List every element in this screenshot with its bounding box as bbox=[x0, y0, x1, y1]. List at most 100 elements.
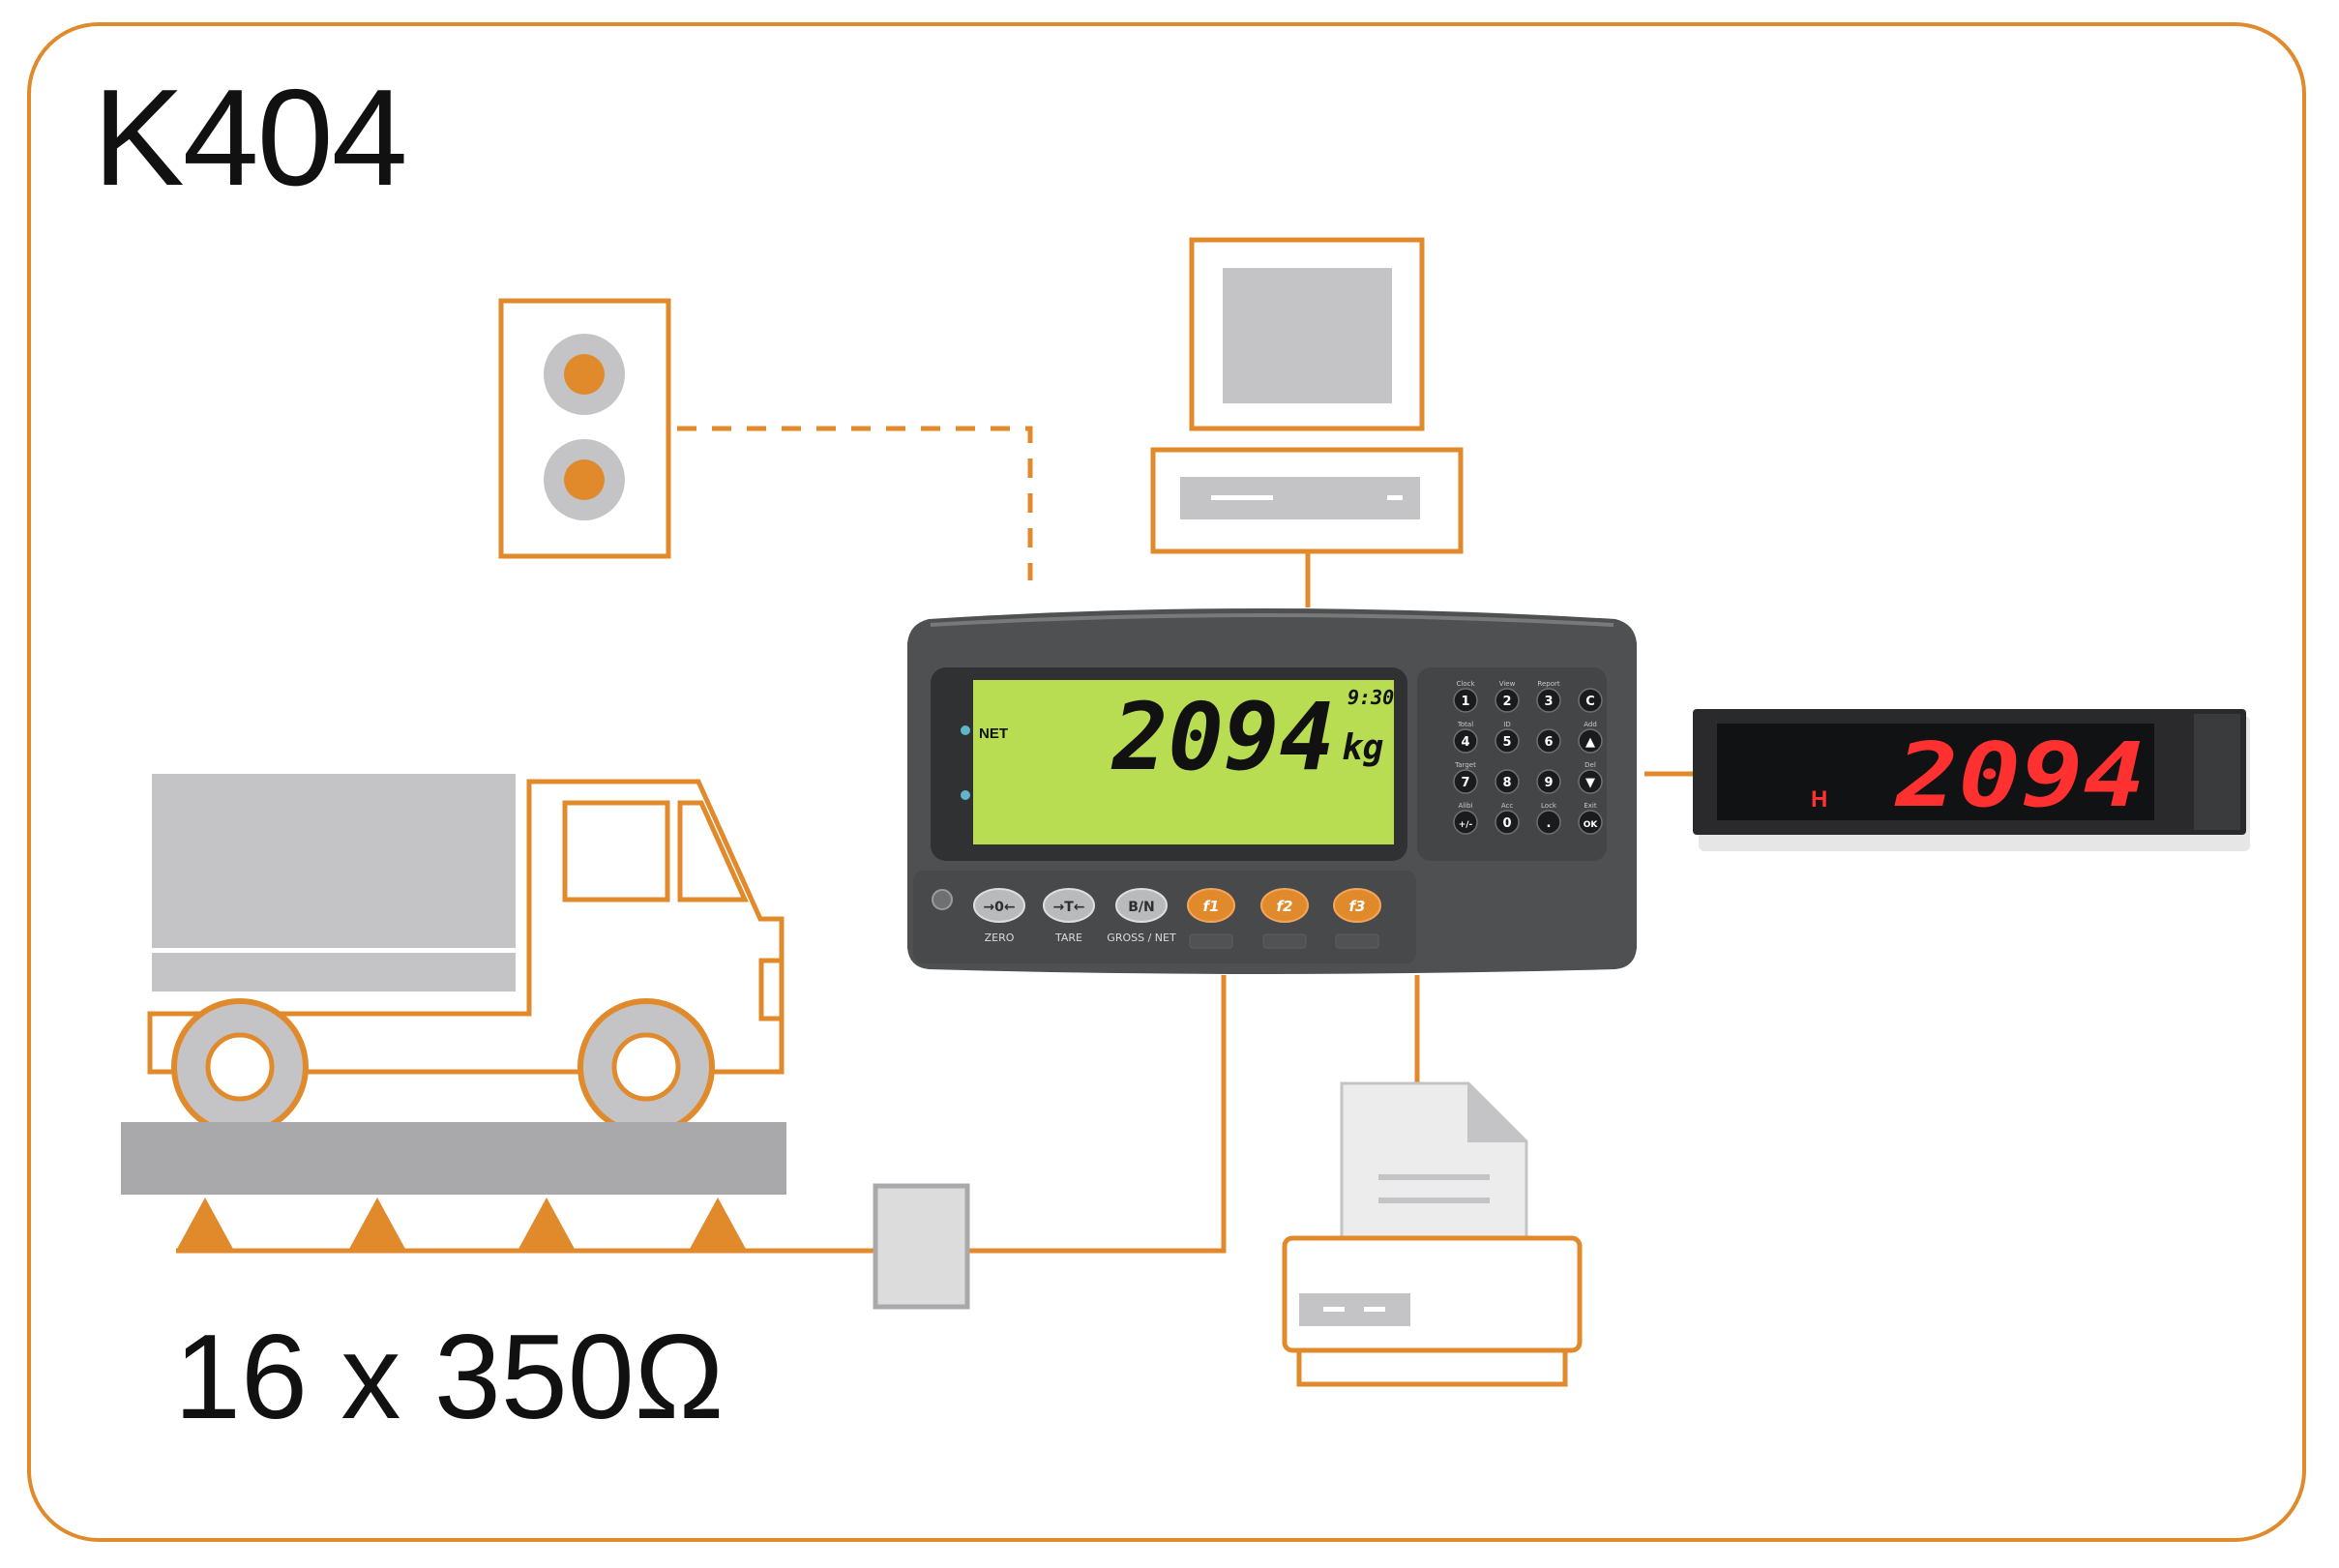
f3-button-symbol: f3 bbox=[1349, 898, 1366, 915]
indicator-housing-highlight bbox=[930, 613, 1614, 627]
keypad-key-label: ▲ bbox=[1585, 735, 1595, 750]
weighbridge bbox=[121, 1122, 786, 1251]
keypad-key-9[interactable]: Target 7 bbox=[1453, 761, 1478, 794]
keypad-key-hint: Exit bbox=[1584, 802, 1597, 810]
tare-button-cap bbox=[1043, 888, 1095, 923]
zero-button-label: ZERO bbox=[985, 932, 1015, 944]
keypad-key-label: 3 bbox=[1544, 695, 1553, 709]
keypad-key-hint: Acc bbox=[1501, 802, 1514, 810]
keypad-key-4[interactable]: C bbox=[1578, 688, 1603, 713]
disk-drive-light bbox=[1387, 495, 1403, 500]
printer-panel bbox=[1299, 1293, 1410, 1326]
keypad-key-hint: Clock bbox=[1456, 680, 1475, 688]
lcd-time: 9:30 bbox=[1347, 686, 1394, 709]
page-title: K404 bbox=[93, 61, 408, 215]
f2-button[interactable]: f2 bbox=[1260, 888, 1309, 949]
keypad-key-cap bbox=[1578, 810, 1603, 835]
keypad-key-cap bbox=[1536, 688, 1561, 713]
keypad-key-cap bbox=[1536, 810, 1561, 835]
keypad-key-label: . bbox=[1547, 816, 1552, 831]
load-cell-2 bbox=[348, 1198, 406, 1251]
keypad-key-8[interactable]: Add ▲ bbox=[1578, 721, 1603, 754]
printer-paper-line-2 bbox=[1378, 1198, 1490, 1203]
remote-display-indicator: H bbox=[1811, 786, 1827, 813]
keypad-key-14[interactable]: Acc 0 bbox=[1495, 802, 1520, 835]
keypad-key-3[interactable]: Report 3 bbox=[1536, 680, 1561, 713]
keypad-key-label: 0 bbox=[1502, 816, 1511, 831]
keypad-key-cap bbox=[1578, 728, 1603, 754]
keypad-key-label: C bbox=[1585, 695, 1595, 709]
keypad-key-11[interactable]: 9 bbox=[1536, 769, 1561, 794]
gross-net-button-symbol: B/N bbox=[1128, 900, 1155, 915]
keypad-key-1[interactable]: Clock 1 bbox=[1453, 680, 1478, 713]
keypad-key-15[interactable]: Lock. bbox=[1536, 802, 1561, 835]
disk-drive-slot bbox=[1211, 495, 1273, 500]
truck-bumper bbox=[758, 958, 785, 1021]
keypad-key-13[interactable]: Alibi+/- bbox=[1453, 802, 1478, 835]
keypad-key-10[interactable]: 8 bbox=[1495, 769, 1520, 794]
dashed-signal-line bbox=[677, 426, 1033, 580]
gross-net-button-cap bbox=[1115, 888, 1168, 923]
keypad-key-7[interactable]: 6 bbox=[1536, 728, 1561, 754]
lcd-unit: kg bbox=[1342, 728, 1383, 768]
remote-display: H 2094 bbox=[1693, 709, 2250, 851]
printer bbox=[1282, 1081, 1583, 1387]
keypad-key-label: OK bbox=[1584, 820, 1599, 830]
keypad-key-hint: Target bbox=[1454, 761, 1476, 769]
f1-button-label-slot bbox=[1189, 933, 1233, 949]
keypad-key-label: 9 bbox=[1544, 776, 1553, 790]
keypad-key-label: ▼ bbox=[1585, 776, 1595, 790]
keypad-key-label: 1 bbox=[1461, 695, 1469, 709]
keypad-key-cap bbox=[1453, 728, 1478, 754]
keypad-key-label: 6 bbox=[1544, 735, 1553, 750]
keypad-key-label: 7 bbox=[1461, 776, 1469, 790]
lcd-screen bbox=[973, 680, 1394, 844]
truck-cargo-floor bbox=[152, 953, 516, 991]
junction-box-link-line bbox=[967, 975, 1227, 1254]
lcd-weight-readout: 2094 bbox=[1110, 683, 1335, 791]
truck bbox=[147, 774, 785, 1136]
f3-button-cap bbox=[1333, 888, 1381, 923]
keypad-key-hint: Add bbox=[1584, 721, 1597, 728]
zero-button[interactable]: →0←ZERO bbox=[973, 888, 1025, 944]
keypad-key-cap bbox=[1495, 688, 1520, 713]
junction-box bbox=[873, 1183, 970, 1310]
load-cell-spec: 16 x 350Ω bbox=[174, 1311, 725, 1444]
keypad-key-cap bbox=[1536, 728, 1561, 754]
keypad-key-hint: Total bbox=[1457, 721, 1473, 728]
f2-button-label-slot bbox=[1262, 933, 1307, 949]
power-button[interactable] bbox=[932, 889, 953, 910]
keypad-key-cap bbox=[1578, 688, 1603, 713]
f1-button[interactable]: f1 bbox=[1187, 888, 1235, 949]
keypad-key-cap bbox=[1495, 810, 1520, 835]
printer-paper-line-1 bbox=[1378, 1174, 1490, 1180]
keypad-key-hint: Del bbox=[1584, 761, 1596, 769]
keypad-key-6[interactable]: ID5 bbox=[1495, 721, 1520, 754]
traffic-light bbox=[498, 298, 671, 559]
printer-panel-slot-1 bbox=[1323, 1307, 1345, 1312]
tare-button[interactable]: →T←TARE bbox=[1043, 888, 1095, 944]
keypad-key-hint: Lock bbox=[1541, 802, 1557, 810]
truck-front-hubcap bbox=[611, 1032, 681, 1102]
keypad-key-12[interactable]: Del ▼ bbox=[1578, 761, 1603, 794]
f2-button-symbol: f2 bbox=[1277, 898, 1293, 915]
keypad-key-hint: View bbox=[1499, 680, 1516, 688]
keypad-key-cap bbox=[1536, 769, 1561, 794]
truck-cab-window-right bbox=[677, 800, 749, 902]
f3-button[interactable]: f3 bbox=[1333, 888, 1381, 949]
diagram-frame bbox=[27, 22, 2306, 1542]
keypad-key-hint: ID bbox=[1503, 721, 1510, 728]
keypad-key-hint: Report bbox=[1537, 680, 1559, 688]
keypad-key-cap bbox=[1453, 769, 1478, 794]
traffic-light-top-lamp-core bbox=[564, 354, 605, 395]
printer-paper-fold bbox=[1467, 1083, 1526, 1142]
keypad-key-cap bbox=[1578, 769, 1603, 794]
load-cell-1 bbox=[176, 1198, 234, 1251]
f1-button-cap bbox=[1187, 888, 1235, 923]
